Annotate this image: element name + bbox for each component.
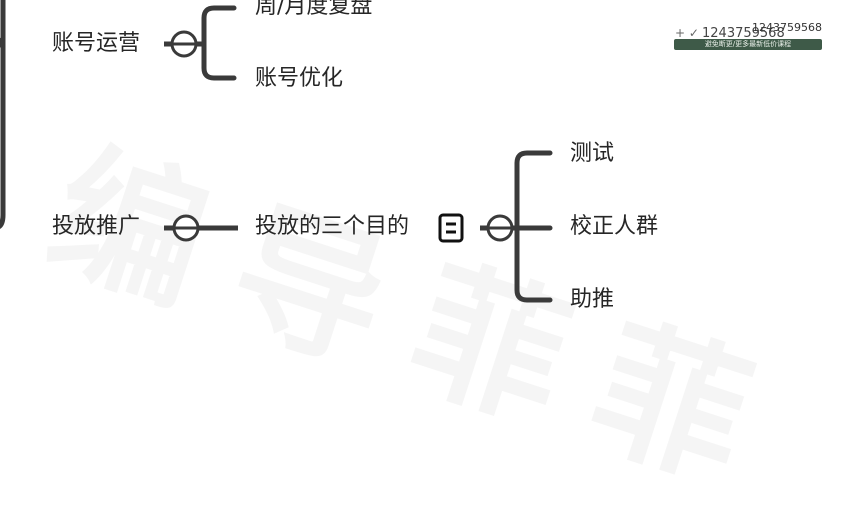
- collapse-circle-icon[interactable]: [172, 214, 200, 242]
- node-weekly-review[interactable]: 周/月度复盘: [255, 0, 373, 19]
- contact-number-primary: 1243759568: [702, 26, 785, 41]
- mindmap-connectors: [0, 0, 553, 303]
- note-icon[interactable]: [438, 213, 464, 243]
- contact-number-secondary: 1243759568: [752, 21, 822, 34]
- collapse-circle-icon[interactable]: [486, 214, 514, 242]
- node-promotion[interactable]: 投放推广: [52, 214, 141, 239]
- contact-badge: + ✓ 1243759568 1243759568 避免断更/更多最新低价课程: [670, 20, 822, 50]
- node-calibrate-audience[interactable]: 校正人群: [570, 214, 659, 239]
- bracket-account-ops: [201, 5, 237, 81]
- node-test[interactable]: 测试: [570, 141, 615, 166]
- node-account-optimization[interactable]: 账号优化: [255, 66, 344, 91]
- collapse-circle-icon[interactable]: [170, 30, 198, 58]
- node-boost[interactable]: 助推: [570, 287, 615, 312]
- trunk-line-lower: [0, 0, 6, 229]
- node-three-goals[interactable]: 投放的三个目的: [255, 214, 410, 239]
- node-account-ops[interactable]: 账号运营: [52, 31, 141, 56]
- badge-caption: 避免断更/更多最新低价课程: [674, 39, 822, 50]
- plus-icon: + ✓: [675, 26, 699, 40]
